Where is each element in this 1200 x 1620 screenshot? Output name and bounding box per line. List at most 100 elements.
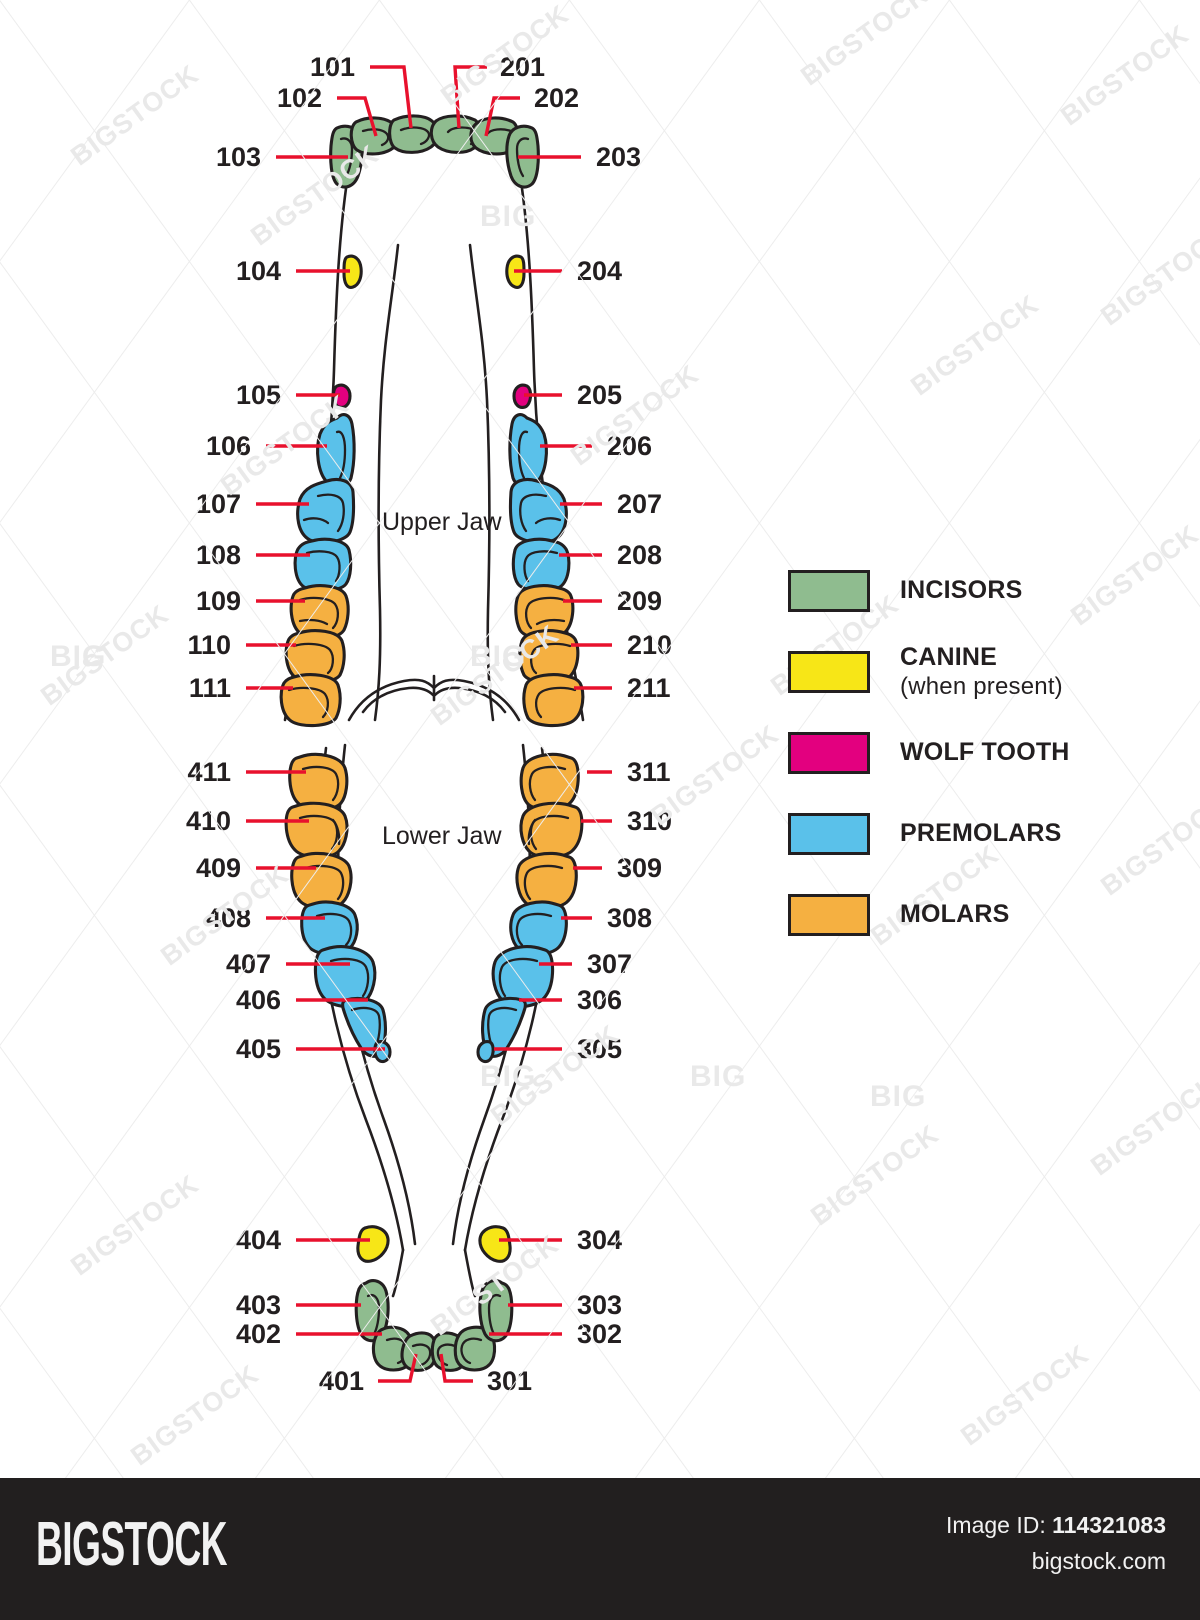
tooth-number-308: 308	[607, 903, 652, 933]
legend: INCISORS CANINE(when present) WOLF TOOTH PR…	[788, 560, 1148, 965]
tooth-number-310: 310	[627, 806, 672, 836]
tooth-number-403: 403	[236, 1290, 281, 1320]
callout-106: 106	[206, 431, 327, 461]
legend-item-molars: MOLARS	[788, 884, 1148, 946]
tooth-106	[316, 413, 356, 489]
image-id-value: 114321083	[1052, 1512, 1166, 1538]
tooth-305	[476, 1040, 495, 1064]
tooth-number-107: 107	[196, 489, 241, 519]
legend-item-incisors: INCISORS	[788, 560, 1148, 622]
upper-right-molars-group	[514, 584, 585, 728]
legend-label-main: WOLF TOOTH	[900, 738, 1070, 767]
callout-304: 304	[499, 1225, 622, 1255]
tooth-number-407: 407	[226, 949, 271, 979]
legend-item-canine: CANINE(when present)	[788, 641, 1148, 703]
tooth-number-102: 102	[277, 83, 322, 113]
tooth-number-405: 405	[236, 1034, 281, 1064]
upper-canines-group	[342, 254, 526, 289]
tooth-number-301: 301	[487, 1366, 532, 1396]
callout-207: 207	[560, 489, 662, 519]
tooth-number-306: 306	[577, 985, 622, 1015]
lower-canines-group	[356, 1225, 512, 1263]
callout-205: 205	[524, 380, 622, 410]
tooth-number-409: 409	[196, 853, 241, 883]
legend-label-wolf-tooth: WOLF TOOTH	[900, 738, 1070, 768]
tooth-404	[356, 1225, 390, 1263]
lower-left-premolars-group	[300, 900, 392, 1064]
tooth-211	[522, 673, 585, 728]
callout-303: 303	[508, 1290, 622, 1320]
footer-meta: Image ID: 114321083 bigstock.com	[946, 1508, 1166, 1579]
tooth-number-303: 303	[577, 1290, 622, 1320]
tooth-number-105: 105	[236, 380, 281, 410]
tooth-number-302: 302	[577, 1319, 622, 1349]
site-url: bigstock.com	[1031, 1547, 1166, 1574]
tooth-number-406: 406	[236, 985, 281, 1015]
callout-411: 411	[187, 757, 306, 787]
callout-104: 104	[236, 256, 350, 286]
tooth-number-111: 111	[189, 673, 231, 703]
callout-404: 404	[236, 1225, 370, 1255]
lower-right-premolars-group	[476, 900, 568, 1064]
tooth-number-305: 305	[577, 1034, 622, 1064]
legend-label-main: INCISORS	[900, 576, 1023, 605]
callout-311: 311	[587, 757, 671, 787]
callout-308: 308	[561, 903, 652, 933]
tooth-number-304: 304	[577, 1225, 622, 1255]
tooth-number-208: 208	[617, 540, 662, 570]
tooth-number-210: 210	[627, 630, 672, 660]
tooth-number-209: 209	[617, 586, 662, 616]
tooth-number-402: 402	[236, 1319, 281, 1349]
tooth-number-106: 106	[206, 431, 251, 461]
legend-swatch-wolf-tooth	[788, 732, 870, 774]
upper-left-molars-group	[279, 584, 350, 728]
lower-incisors-group	[354, 1279, 514, 1372]
tooth-number-109: 109	[196, 586, 241, 616]
tooth-number-101: 101	[310, 52, 355, 82]
legend-swatch-molars	[788, 894, 870, 936]
tooth-303	[478, 1279, 514, 1343]
tooth-number-202: 202	[534, 83, 579, 113]
tooth-number-110: 110	[187, 630, 231, 660]
legend-label-sub: (when present)	[900, 672, 1063, 700]
tooth-number-206: 206	[607, 431, 652, 461]
tooth-number-307: 307	[587, 949, 632, 979]
legend-item-premolars: PREMOLARS	[788, 803, 1148, 865]
footer-bar: BIGSTOCK Image ID: 114321083 bigstock.co…	[0, 1478, 1200, 1620]
legend-label-main: MOLARS	[900, 900, 1010, 929]
tooth-number-410: 410	[186, 806, 231, 836]
callout-109: 109	[196, 586, 305, 616]
legend-item-wolf-tooth: WOLF TOOTH	[788, 722, 1148, 784]
callout-208: 208	[559, 540, 662, 570]
callout-206: 206	[540, 431, 652, 461]
tooth-107	[296, 477, 356, 544]
legend-label-incisors: INCISORS	[900, 576, 1022, 606]
callout-403: 403	[236, 1290, 361, 1320]
legend-swatch-incisors	[788, 570, 870, 612]
tooth-number-108: 108	[196, 540, 241, 570]
upper-jaw-label: Upper Jaw	[382, 508, 502, 536]
tooth-number-311: 311	[627, 757, 671, 787]
tooth-number-207: 207	[617, 489, 662, 519]
tooth-number-205: 205	[577, 380, 622, 410]
callout-310: 310	[581, 806, 672, 836]
callout-110: 110	[187, 630, 296, 660]
tooth-108	[293, 537, 353, 593]
tooth-208	[511, 537, 571, 593]
callout-101: 101	[310, 52, 413, 129]
tooth-407	[313, 945, 377, 1009]
tooth-number-204: 204	[577, 256, 622, 286]
legend-label-canine: CANINE(when present)	[900, 643, 1063, 701]
upper-wolf-teeth-group	[331, 383, 533, 409]
callout-107: 107	[196, 489, 309, 519]
callout-108: 108	[196, 540, 310, 570]
tooth-number-408: 408	[206, 903, 251, 933]
tooth-307	[491, 945, 555, 1009]
lower-jaw-label: Lower Jaw	[382, 822, 502, 850]
tooth-number-203: 203	[596, 142, 641, 172]
callout-210: 210	[571, 630, 672, 660]
callout-111: 111	[189, 673, 293, 703]
tooth-number-404: 404	[236, 1225, 281, 1255]
